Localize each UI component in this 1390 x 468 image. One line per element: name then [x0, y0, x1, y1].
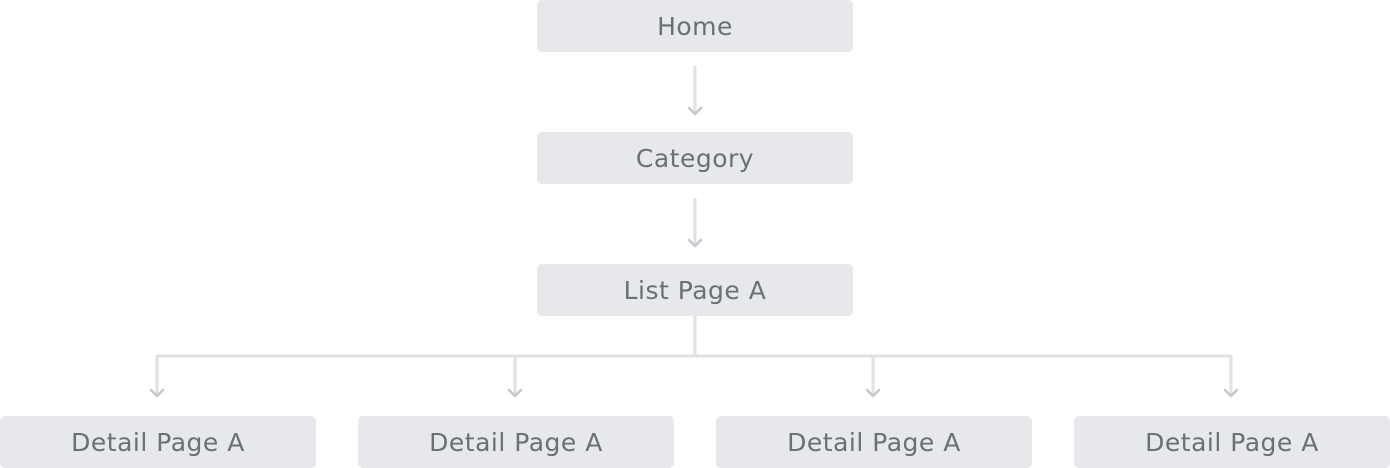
node-detail-page-4: Detail Page A	[1074, 416, 1390, 468]
arrow-to-detail-2	[507, 356, 523, 398]
arrow-to-detail-1	[149, 356, 165, 398]
arrow-home-to-category	[687, 66, 703, 116]
arrow-to-detail-3	[865, 356, 881, 398]
node-list-page: List Page A	[537, 264, 853, 316]
node-detail-page-3: Detail Page A	[716, 416, 1032, 468]
branch-list-to-details	[156, 316, 1232, 358]
node-category: Category	[537, 132, 853, 184]
arrow-to-detail-4	[1223, 356, 1239, 398]
node-detail-page-2: Detail Page A	[358, 416, 674, 468]
node-detail-page-1: Detail Page A	[0, 416, 316, 468]
node-home: Home	[537, 0, 853, 52]
arrow-category-to-list	[687, 198, 703, 248]
